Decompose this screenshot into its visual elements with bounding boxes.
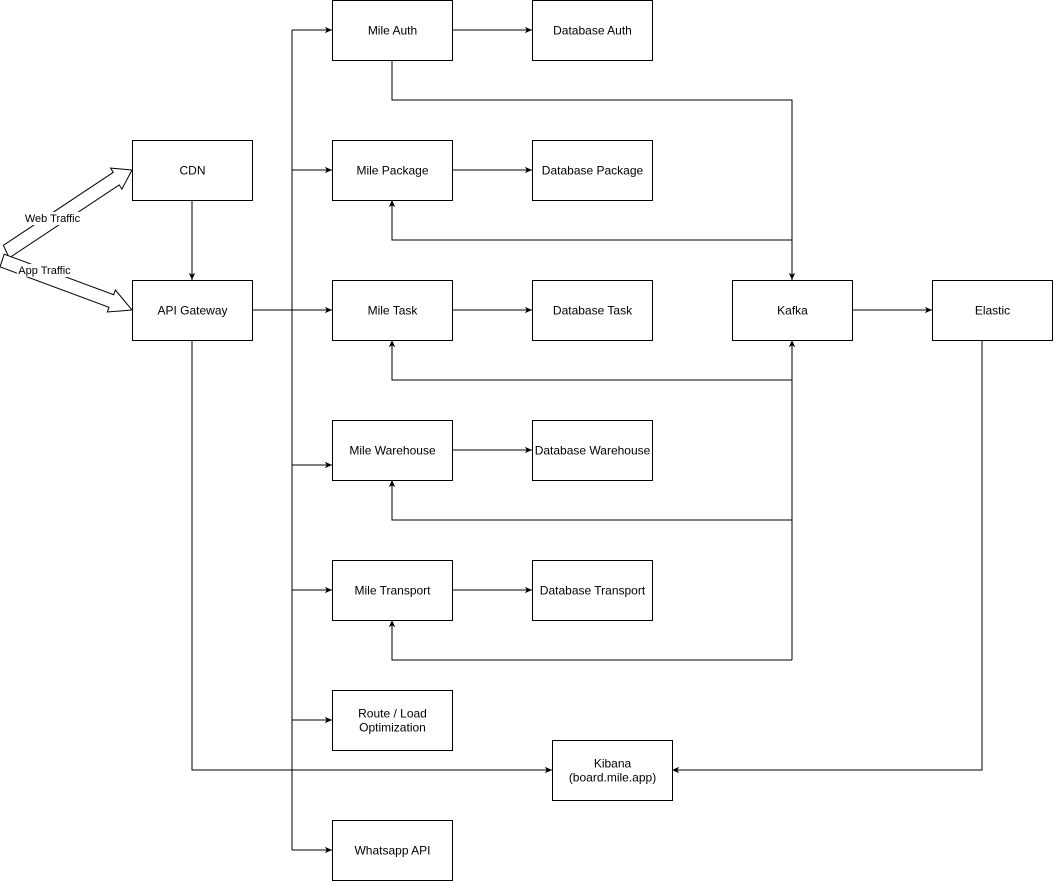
node-label: Database Auth bbox=[553, 24, 632, 38]
node-label: Mile Auth bbox=[368, 24, 417, 38]
node-label: Elastic bbox=[975, 304, 1010, 318]
app-traffic-label: App Traffic bbox=[18, 265, 71, 277]
node-mile-transport[interactable]: Mile Transport bbox=[332, 560, 453, 621]
node-api-gateway[interactable]: API Gateway bbox=[132, 280, 253, 341]
edge-kafka-to-mile-task bbox=[388, 340, 792, 381]
node-whatsapp-api[interactable]: Whatsapp API bbox=[332, 820, 453, 881]
node-label-line2: Optimization bbox=[359, 721, 426, 735]
node-route-load-optimization[interactable]: Route / Load Optimization bbox=[332, 690, 453, 751]
node-label: Database Package bbox=[542, 164, 644, 178]
edge-labels: Web Traffic App Traffic bbox=[17, 212, 81, 277]
node-mile-auth[interactable]: Mile Auth bbox=[332, 0, 453, 61]
edge-mile-auth-to-kafka bbox=[391, 60, 796, 280]
node-label: Database Transport bbox=[540, 584, 646, 598]
node-label: Whatsapp API bbox=[354, 844, 430, 858]
node-label: Database Task bbox=[553, 304, 633, 318]
node-mile-package[interactable]: Mile Package bbox=[332, 140, 453, 201]
edge-kafka-to-mile-package bbox=[388, 200, 792, 241]
node-label: Mile Task bbox=[368, 304, 419, 318]
node-elastic[interactable]: Elastic bbox=[932, 280, 1053, 341]
node-label-line1: Route / Load bbox=[358, 707, 427, 721]
nodes: Mile Auth Database Auth CDN Mile Package… bbox=[132, 0, 1053, 881]
web-traffic-label: Web Traffic bbox=[25, 213, 81, 225]
node-label: CDN bbox=[180, 164, 206, 178]
node-label: Kafka bbox=[777, 304, 808, 318]
edge-elastic-to-kibana bbox=[672, 340, 983, 774]
node-mile-warehouse[interactable]: Mile Warehouse bbox=[332, 420, 453, 481]
node-label: Mile Transport bbox=[354, 584, 431, 598]
node-cdn[interactable]: CDN bbox=[132, 140, 253, 201]
node-label: Mile Package bbox=[356, 164, 428, 178]
node-kibana[interactable]: Kibana (board.mile.app) bbox=[552, 740, 673, 801]
node-kafka[interactable]: Kafka bbox=[732, 280, 853, 341]
edge-kafka-to-mile-warehouse bbox=[388, 480, 792, 521]
node-label: Mile Warehouse bbox=[349, 444, 436, 458]
node-database-transport[interactable]: Database Transport bbox=[532, 560, 653, 621]
edge-api-gateway-to-kibana bbox=[191, 340, 552, 774]
node-database-auth[interactable]: Database Auth bbox=[532, 0, 653, 61]
node-mile-task[interactable]: Mile Task bbox=[332, 280, 453, 341]
node-label-line1: Kibana bbox=[594, 757, 632, 771]
node-label-line2: (board.mile.app) bbox=[569, 771, 656, 785]
node-database-warehouse[interactable]: Database Warehouse bbox=[532, 420, 653, 481]
node-label: Database Warehouse bbox=[535, 444, 651, 458]
edge-kafka-to-mile-transport bbox=[388, 620, 792, 661]
app-traffic-arrow bbox=[0, 253, 133, 313]
node-database-package[interactable]: Database Package bbox=[532, 140, 653, 201]
node-label: API Gateway bbox=[157, 304, 227, 318]
node-database-task[interactable]: Database Task bbox=[532, 280, 653, 341]
